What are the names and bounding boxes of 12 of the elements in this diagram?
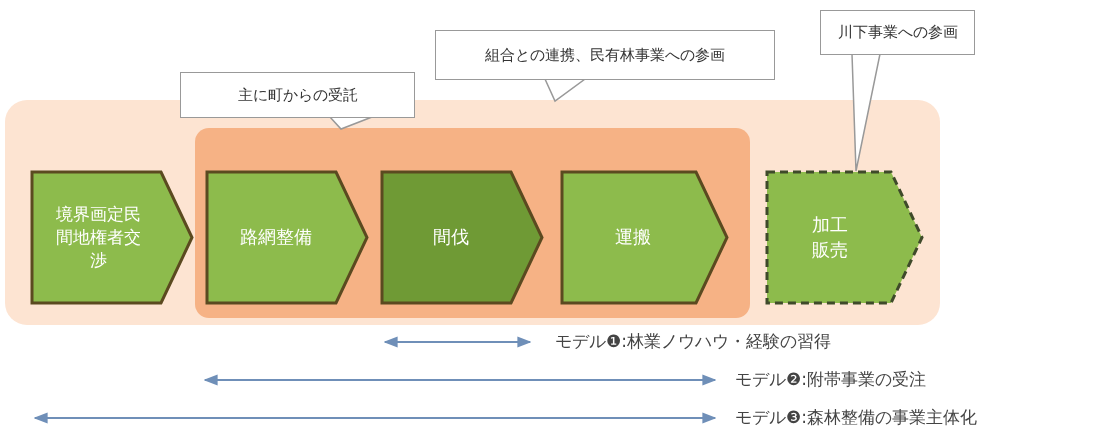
band-background [5, 100, 940, 325]
band-background [195, 128, 750, 318]
process-step: 境界画定民間地権者交渉 [30, 170, 195, 305]
process-step: 路網整備 [205, 170, 370, 305]
model-label: モデル❶:林業ノウハウ・経験の習得 [555, 330, 831, 353]
model-label: モデル❸:森林整備の事業主体化 [735, 406, 977, 429]
model-label: モデル❷:附帯事業の受注 [735, 368, 926, 391]
process-step: 間伐 [380, 170, 545, 305]
callout-box: 川下事業への参画 [820, 10, 975, 55]
process-step: 運搬 [560, 170, 730, 305]
callout-pointer [851, 53, 881, 172]
process-step: 加工販売 [765, 170, 925, 305]
